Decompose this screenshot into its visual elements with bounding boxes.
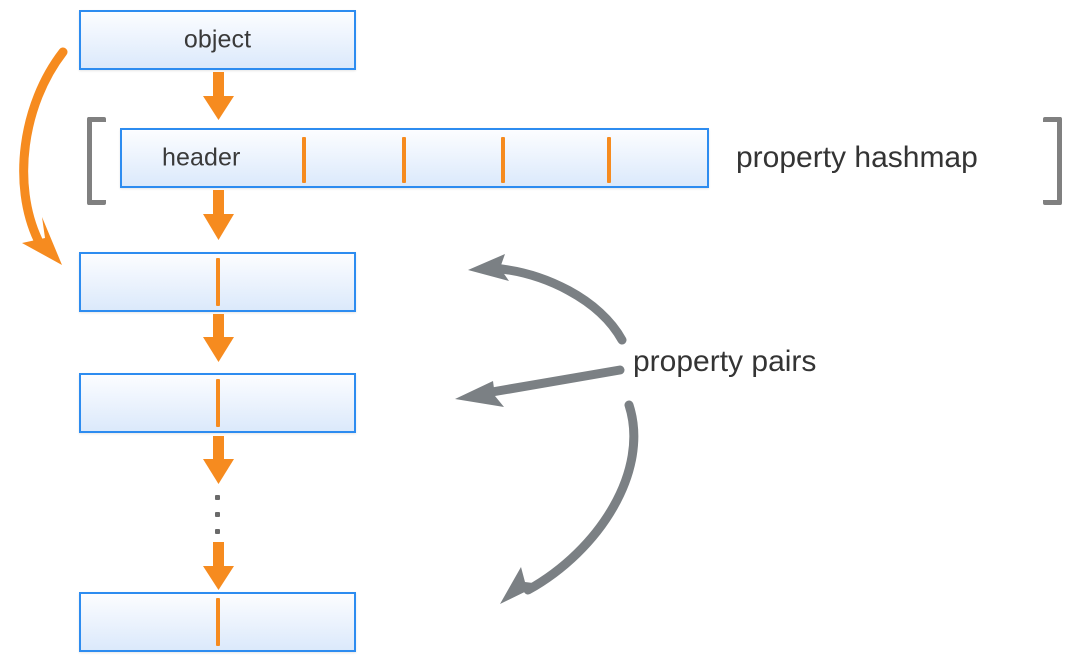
property-hashmap-caption: property hashmap (736, 141, 978, 174)
orange-down-arrow-pair1-to-pair2 (203, 314, 234, 362)
hashmap-slot-divider-1 (302, 137, 306, 183)
hashmap-slot-divider-4 (607, 137, 611, 183)
ellipsis-dot-3 (215, 529, 220, 534)
hashmap-slot-divider-3 (501, 137, 505, 183)
orange-curved-arrow-object-to-pairs (19, 47, 68, 265)
hashmap-slot-divider-2 (402, 137, 406, 183)
hashmap-close-bracket (1043, 117, 1062, 205)
gray-curved-arrow-upper (468, 254, 627, 345)
property-pairs-caption: property pairs (633, 345, 817, 378)
hashmap-open-bracket (87, 117, 106, 205)
gray-curved-arrow-lower (500, 400, 639, 604)
header-box-label: header (162, 143, 241, 172)
chain-line-in-box-1 (216, 258, 220, 306)
orange-down-arrow-ellipsis-to-last (203, 542, 234, 590)
object-box-label: object (183, 25, 252, 54)
orange-down-arrow-object-to-header (203, 72, 234, 120)
ellipsis-dot-1 (215, 495, 220, 500)
header-box: header (120, 128, 709, 188)
orange-down-arrow-header-to-pair1 (203, 190, 234, 240)
chain-line-in-box-2 (216, 379, 220, 427)
ellipsis-dot-2 (215, 512, 220, 517)
orange-down-arrow-pair2-to-ellipsis (203, 436, 234, 484)
chain-line-in-box-last (216, 598, 220, 646)
object-box: object (79, 10, 356, 70)
gray-straight-arrow-middle (455, 365, 625, 407)
